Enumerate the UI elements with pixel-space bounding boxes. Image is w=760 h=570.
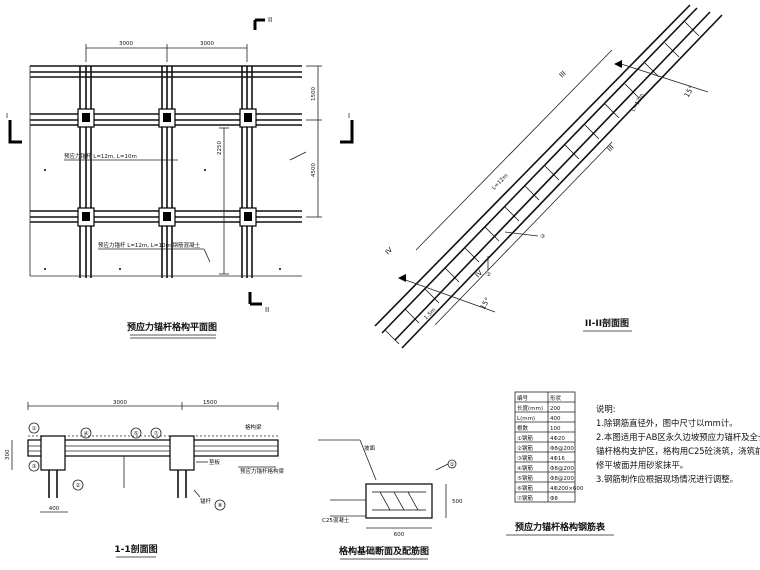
sec1-height-left: 300 [5, 449, 11, 460]
sec1-note-mid: 垫板 [209, 458, 221, 466]
notes-heading: 说明: [596, 404, 616, 414]
sec2-title: II-II剖面图 [585, 317, 629, 329]
sec2-dim-long: L=12m [491, 173, 509, 191]
fnd-dim-w: 600 [394, 532, 405, 538]
plan-note-anchor-2: 预应力锚杆 L=12m, L=10m 钢筋混凝土 [98, 241, 201, 249]
sched-cell: ⑦钢筋 [517, 494, 533, 502]
notes-line-3: 锚杆格构支护区，格构用C25砼浇筑，浇筑前，应 [596, 446, 760, 456]
sec2-label-bottom: IV [384, 246, 395, 257]
sec2-dim-short: L=12m [631, 93, 646, 113]
sched-cell: 200 [550, 406, 561, 412]
sched-cell: Φ8 [550, 496, 558, 502]
section-ii: III III IV IV 15° 15° L=12m L=12m 1.5m ③… [374, 4, 723, 349]
notes-line-1: 1.除钢筋直径外，图中尺寸以mm计。 [596, 418, 738, 428]
sec1-callout-2: ② [76, 482, 81, 489]
sec2-angle-bottom: 15° [479, 296, 492, 311]
sched-cell: ③钢筋 [517, 454, 533, 462]
sec1-callout-3: ③ [32, 464, 37, 470]
sec1-dim-c: 400 [49, 506, 60, 512]
notes-line-2: 2.本图适用于AB区永久边坡预应力锚杆及全长粘结 [596, 432, 760, 442]
sched-cell: ⑥钢筋 [517, 484, 533, 492]
plan-note-anchor-1: 预应力锚杆 L=12m, L=10m [64, 152, 137, 160]
notes-line-5: 3.钢筋制作应根据现场情况进行调整。 [596, 474, 738, 484]
general-notes: 说明: 1.除钢筋直径外，图中尺寸以mm计。 2.本图适用于AB区永久边坡预应力… [596, 404, 760, 484]
sched-cell: 100 [550, 426, 561, 432]
fnd-label-side: ① [450, 462, 455, 468]
sec2-callout-2: ② [486, 271, 491, 278]
sec1-callout-4: ④ [84, 431, 89, 437]
plan-title: 预应力锚杆格构平面图 [127, 321, 217, 333]
plan-dim-inner: 2250 [217, 141, 223, 155]
sched-cell: Φ8@200 [550, 446, 574, 452]
sec2-label-small: IV [474, 269, 485, 280]
sec2-callout-3: ③ [540, 234, 545, 240]
sec1-title: 1-1剖面图 [114, 543, 157, 555]
sched-cell: 4Φ16 [550, 456, 565, 462]
plan-section-right: I [348, 112, 350, 120]
schedule-title: 预应力锚杆格构钢筋表 [515, 521, 606, 533]
sched-cell: 编号 [517, 394, 529, 402]
fnd-label-top: 坡面 [364, 444, 376, 452]
sched-cell: Φ8@200 [550, 476, 574, 482]
sec1-callout-1: ① [32, 426, 37, 432]
plan-dim-right-bottom: 4500 [311, 163, 317, 177]
sched-cell: 400 [550, 416, 561, 422]
sched-cell: ②钢筋 [517, 444, 533, 452]
plan-view: 3000 3000 1500 4500 2250 II II I I 预应力锚杆… [6, 16, 354, 339]
sched-cell: 4Φ200×600 [550, 486, 584, 492]
sec1-callout-7: ⑦ [154, 430, 159, 437]
sched-cell: L(mm) [517, 416, 535, 422]
sched-cell: ①钢筋 [517, 434, 533, 442]
foundation-section: 坡面 C25混凝土 ① 500 600 格构基础断面及配筋图 [318, 439, 463, 560]
sched-cell: 长度(mm) [517, 404, 543, 412]
notes-line-4: 修平坡面并用砂浆抹平。 [596, 460, 688, 470]
plan-dim-top-right: 3000 [200, 41, 214, 47]
sec1-note-far: 预应力锚杆格构梁 [240, 467, 285, 475]
plan-section-bottom: II [265, 306, 269, 314]
sched-cell: Φ8@200 [550, 466, 574, 472]
sched-cell: 根数 [517, 424, 529, 432]
plan-dim-right-top: 1500 [311, 87, 317, 101]
sec1-callout-5: ⑤ [134, 431, 139, 437]
plan-dim-top-left: 3000 [119, 41, 133, 47]
sec2-angle-top: 15° [683, 84, 696, 99]
schedule-cells: 编号 形状 长度(mm) 200 L(mm) 400 根数 100 ①钢筋 4Φ… [517, 394, 584, 502]
sec2-label-side: III [606, 143, 616, 153]
sched-cell: 4Φ20 [550, 436, 565, 442]
fnd-label-bottom: C25混凝土 [322, 516, 350, 524]
plan-section-top: II [268, 16, 272, 24]
slope-hatch [384, 21, 700, 345]
fnd-dim-h: 500 [452, 499, 463, 505]
rebar-schedule: 编号 形状 长度(mm) 200 L(mm) 400 根数 100 ①钢筋 4Φ… [506, 391, 614, 536]
fnd-title: 格构基础断面及配筋图 [339, 545, 429, 557]
section-1-1: 3000 1500 ① ③ ④ ⑤ ⑦ ② ⑧ 垫板 锚杆 格构梁 [5, 400, 285, 558]
sec1-callout-8: ⑧ [218, 503, 223, 509]
sec1-note-right: 格构梁 [245, 423, 262, 431]
sched-cell: 形状 [550, 394, 562, 402]
plan-section-left: I [6, 112, 8, 120]
sec1-dim-b: 1500 [203, 400, 217, 406]
sec2-label-top: III [558, 69, 568, 79]
sec1-note-anchor: 锚杆 [200, 497, 212, 505]
sec1-dim-a: 3000 [113, 400, 127, 406]
sched-cell: ④钢筋 [517, 464, 533, 472]
sched-cell: ⑤钢筋 [517, 474, 533, 482]
